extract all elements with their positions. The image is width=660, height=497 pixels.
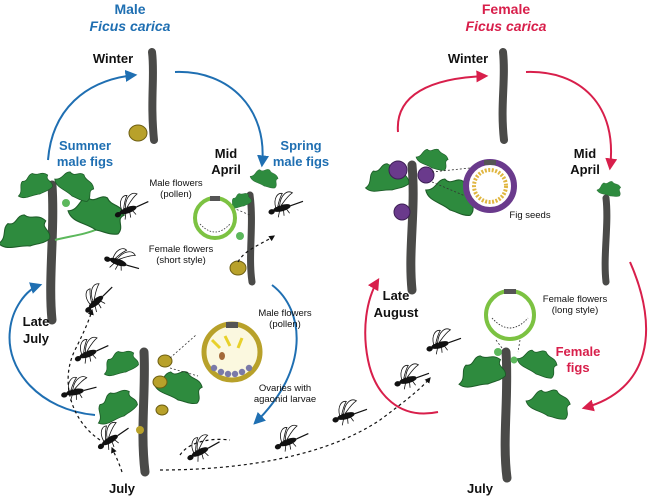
inset-long-style-label: (long style) bbox=[552, 305, 598, 316]
male-inset-july-fig bbox=[169, 321, 263, 383]
male-arrow-winter-to-spring bbox=[174, 70, 269, 168]
female-late-august-branch bbox=[359, 145, 482, 295]
female-inset-fig-seeds bbox=[431, 159, 517, 213]
female-title: Female bbox=[482, 1, 530, 17]
male-spring-branch bbox=[226, 166, 280, 286]
female-winter-branch bbox=[498, 48, 508, 144]
female-late-august-label-1: Late bbox=[383, 288, 410, 303]
wasp-path-up bbox=[111, 446, 123, 473]
female-arrow-winter-to-april bbox=[525, 70, 618, 171]
female-arrow-august-to-winter bbox=[396, 70, 489, 133]
male-late-july-label-1: Late bbox=[23, 314, 50, 329]
male-mid-april-label-1: Mid bbox=[215, 146, 237, 161]
inset1-short-style-label: (short style) bbox=[156, 255, 206, 266]
wasp-path-inner bbox=[179, 438, 231, 456]
female-inset-long-style bbox=[484, 289, 536, 353]
female-species: Ficus carica bbox=[466, 18, 547, 34]
female-mid-april-label-1: Mid bbox=[574, 146, 596, 161]
inset1-male-flowers-label: Male flowers bbox=[149, 178, 203, 189]
inset2-male-flowers-label: Male flowers bbox=[258, 308, 312, 319]
wasp-path-to-female bbox=[159, 377, 431, 471]
female-figs-label-1: Female bbox=[556, 344, 601, 359]
male-arrow-spring-to-july bbox=[253, 284, 298, 425]
inset2-larvae-label: agaonid larvae bbox=[254, 394, 316, 405]
female-april-branch bbox=[596, 181, 622, 286]
female-arrow-april-to-july bbox=[581, 261, 648, 412]
fig-seeds-label: Fig seeds bbox=[509, 210, 550, 221]
wasp-path-to-late-july bbox=[67, 308, 101, 441]
male-summer-label-1: Summer bbox=[59, 138, 111, 153]
female-mid-april-label-2: April bbox=[570, 162, 600, 177]
male-species: Ficus carica bbox=[90, 18, 171, 34]
male-title: Male bbox=[114, 1, 145, 17]
male-late-july-label-2: July bbox=[23, 331, 50, 346]
inset1-pollen-label: (pollen) bbox=[160, 189, 192, 200]
male-summer-label-2: male figs bbox=[57, 154, 113, 169]
male-spring-label-1: Spring bbox=[280, 138, 321, 153]
male-inset-spring-fig bbox=[193, 196, 251, 240]
female-late-august-label-2: August bbox=[374, 305, 419, 320]
male-arrow-july-to-latejuly bbox=[8, 282, 96, 416]
female-figs-label-2: figs bbox=[566, 360, 589, 375]
male-spring-label-2: male figs bbox=[273, 154, 329, 169]
inset2-ovaries-label: Ovaries with bbox=[259, 383, 311, 394]
female-winter-label: Winter bbox=[448, 51, 488, 66]
male-winter-label: Winter bbox=[93, 51, 133, 66]
male-july-branch bbox=[87, 344, 205, 477]
male-july-label: July bbox=[109, 481, 136, 496]
female-july-label: July bbox=[467, 481, 494, 496]
inset-female-flowers-label: Female flowers bbox=[543, 294, 608, 305]
male-mid-april-label-2: April bbox=[211, 162, 241, 177]
female-july-branch bbox=[451, 344, 573, 483]
inset1-female-flowers-label: Female flowers bbox=[149, 244, 214, 255]
inset2-pollen-label: (pollen) bbox=[269, 319, 301, 330]
male-late-july-branch bbox=[0, 165, 128, 325]
female-arrow-july-to-august bbox=[364, 277, 439, 415]
male-arrow-summer-to-winter bbox=[47, 69, 138, 161]
male-winter-branch bbox=[128, 48, 158, 144]
